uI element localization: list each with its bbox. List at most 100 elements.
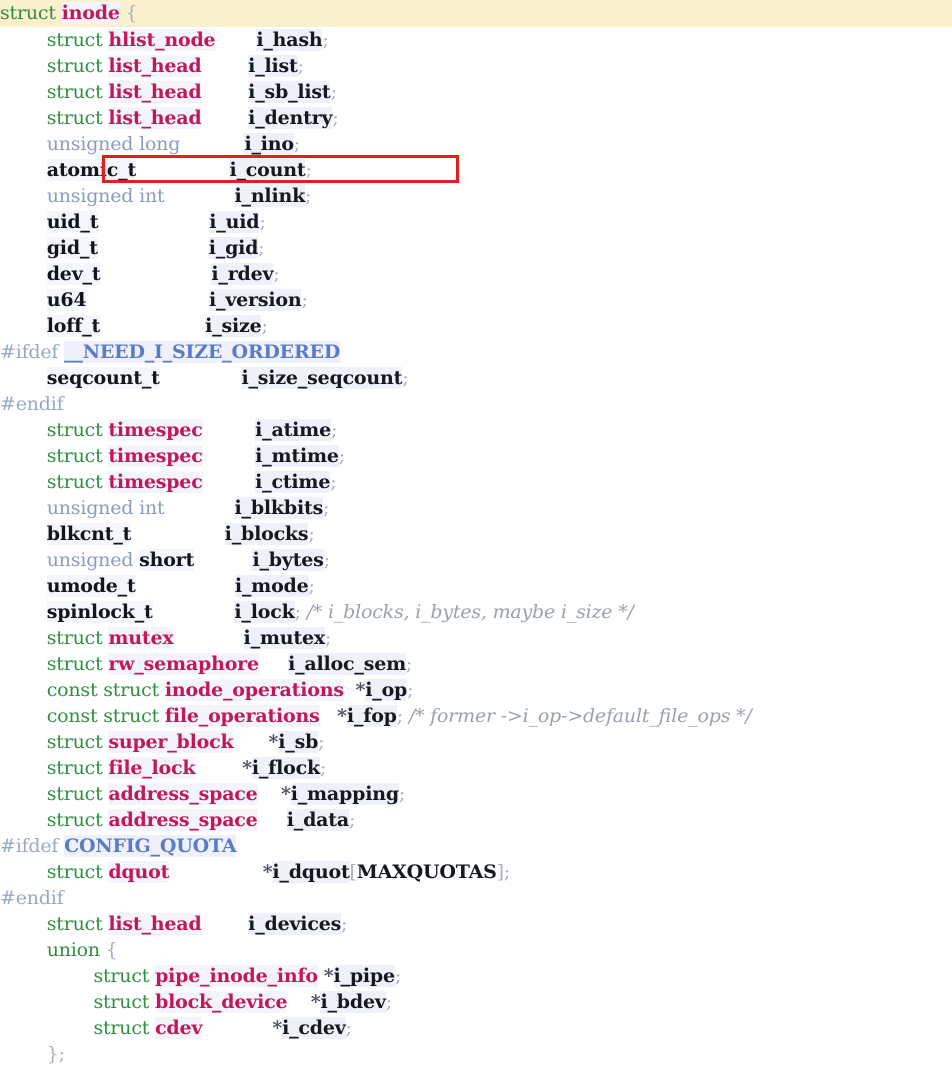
token-btype: atomic_t [46, 159, 137, 181]
code-line: struct address_space *i_mapping; [0, 781, 952, 807]
token-kw: struct [93, 1017, 156, 1039]
token-field: i_rdev [211, 263, 274, 285]
token-field: i_dquot [272, 861, 350, 883]
token-plain [0, 55, 47, 77]
token-field: i_dentry [248, 107, 333, 129]
token-btype: uid_t [46, 211, 99, 233]
token-punct: ; [332, 107, 339, 129]
token-plain [0, 133, 47, 155]
token-kw: struct [93, 965, 156, 987]
token-plain [202, 1017, 272, 1039]
token-btype: dev_t [46, 263, 101, 285]
token-dim: unsigned [46, 549, 140, 571]
token-field: i_cdev [282, 1017, 346, 1039]
token-plain [0, 159, 47, 181]
code-line: union { [0, 937, 952, 963]
code-line: struct cdev *i_cdev; [0, 1015, 952, 1041]
token-plain [0, 913, 47, 935]
token-type: pipe_inode_info [155, 965, 318, 987]
token-star: * [262, 861, 273, 883]
token-field: i_bytes [252, 549, 324, 571]
token-kw: struct [46, 445, 109, 467]
token-kw: struct [46, 809, 109, 831]
code-line: struct mutex i_mutex; [0, 625, 952, 651]
token-plain [86, 289, 209, 311]
code-line: struct timespec i_mtime; [0, 443, 952, 469]
token-star: * [337, 705, 347, 727]
token-plain [164, 185, 234, 207]
code-line: #endif [0, 391, 952, 417]
token-type: timespec [108, 419, 203, 441]
token-plain [100, 315, 205, 337]
token-btype: umode_t [46, 575, 136, 597]
token-plain [215, 29, 256, 51]
token-plain [0, 939, 47, 961]
code-line: uid_t i_uid; [0, 209, 952, 235]
token-plain [173, 627, 243, 649]
token-plain [0, 185, 47, 207]
token-plain [0, 783, 47, 805]
token-kw: struct [46, 861, 109, 883]
token-type: inode_operations [164, 679, 344, 701]
token-plain [194, 549, 252, 571]
token-plain [258, 783, 281, 805]
token-plain [136, 575, 235, 597]
token-field: i_blkbits [234, 497, 324, 519]
token-kw: struct [46, 627, 109, 649]
token-comment: /* i_blocks, i_bytes, maybe i_size */ [306, 601, 634, 623]
token-plain [0, 367, 47, 389]
token-star: * [310, 991, 321, 1013]
token-field: i_fop [346, 705, 397, 727]
token-field: i_nlink [234, 185, 306, 207]
token-plain [153, 601, 235, 623]
token-btype: loff_t [46, 315, 101, 337]
token-plain [344, 679, 356, 701]
token-field: i_bdev [320, 991, 386, 1013]
token-plain [287, 991, 310, 1013]
token-plain [201, 81, 248, 103]
token-plain [160, 367, 242, 389]
token-dim: unsigned int [46, 497, 165, 519]
token-btype: seqcount_t [46, 367, 160, 389]
token-plain [0, 731, 47, 753]
token-punct: ; [319, 757, 327, 779]
code-line: unsigned short i_bytes; [0, 547, 952, 573]
code-line: struct file_lock *i_flock; [0, 755, 952, 781]
token-type: timespec [108, 471, 203, 493]
token-punct: ; [406, 653, 413, 675]
code-line: struct timespec i_ctime; [0, 469, 952, 495]
token-punct: ; [261, 315, 268, 337]
code-line: spinlock_t i_lock; /* i_blocks, i_bytes,… [0, 599, 952, 625]
code-line: struct pipe_inode_info *i_pipe; [0, 963, 952, 989]
token-punct: ; [341, 913, 348, 935]
token-punct: ; [293, 133, 301, 155]
token-field: i_mutex [243, 627, 325, 649]
token-plain [258, 809, 287, 831]
code-line: seqcount_t i_size_seqcount; [0, 365, 952, 391]
token-punct: ; [345, 1017, 352, 1039]
token-plain [0, 991, 93, 1013]
token-kw: union [46, 939, 100, 961]
code-line: struct list_head i_list; [0, 53, 952, 79]
token-field: i_count [229, 159, 306, 181]
token-punct: ; [402, 367, 409, 389]
token-plain [0, 419, 47, 441]
token-field: i_atime [255, 419, 331, 441]
token-plain [233, 731, 268, 753]
token-plain [0, 211, 47, 233]
token-field: i_pipe [333, 965, 395, 987]
token-plain [0, 497, 47, 519]
code-line: loff_t i_size; [0, 313, 952, 339]
token-punct: ; [318, 731, 325, 753]
token-plain [0, 1017, 93, 1039]
code-line: const struct inode_operations *i_op; [0, 677, 952, 703]
code-line: unsigned int i_blkbits; [0, 495, 952, 521]
token-punct: ; [323, 497, 330, 519]
token-field: i_lock [234, 601, 295, 623]
token-star: * [272, 1017, 283, 1039]
token-plain [0, 757, 47, 779]
token-btype: gid_t [46, 237, 98, 259]
token-punct: ; [385, 991, 392, 1013]
token-kw: const struct [46, 705, 165, 727]
token-plain [0, 523, 47, 545]
